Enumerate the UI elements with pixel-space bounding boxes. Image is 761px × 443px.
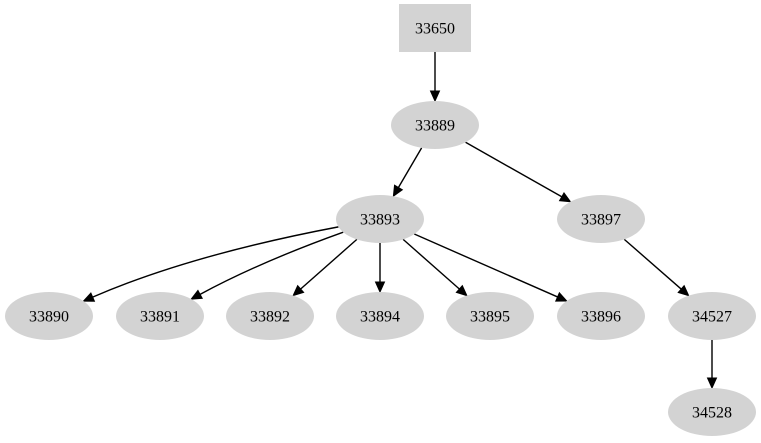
edge-line xyxy=(300,238,358,290)
node-label: 34528 xyxy=(692,405,732,422)
nodes-layer: 33650 33889 33893 33897 33890 33891 33892 33894… xyxy=(5,4,756,436)
node-33889[interactable]: 33889 xyxy=(391,101,479,149)
arrowhead-icon xyxy=(677,284,690,297)
edge-line xyxy=(402,238,460,290)
edge-33893-33895 xyxy=(402,238,468,297)
edge-33889-33897 xyxy=(465,141,572,203)
edge-33897-34527 xyxy=(623,238,690,297)
node-label: 33892 xyxy=(250,309,290,326)
node-label: 33650 xyxy=(415,21,455,38)
node-label: 33895 xyxy=(470,309,510,326)
node-ellipse xyxy=(668,388,756,436)
edge-33893-33894 xyxy=(374,243,386,294)
node-label: 33890 xyxy=(29,309,69,326)
node-33892[interactable]: 33892 xyxy=(226,292,314,340)
arrowhead-icon xyxy=(82,292,96,302)
node-33894[interactable]: 33894 xyxy=(336,292,424,340)
edge-line xyxy=(465,141,563,198)
arrowhead-icon xyxy=(392,184,404,198)
edge-line xyxy=(623,238,682,290)
node-ellipse xyxy=(391,101,479,149)
arrowhead-icon xyxy=(292,284,305,297)
node-33897[interactable]: 33897 xyxy=(557,195,645,243)
node-33891[interactable]: 33891 xyxy=(116,292,204,340)
node-ellipse xyxy=(557,195,645,243)
edge-line xyxy=(92,226,339,298)
arrowhead-icon xyxy=(558,191,572,203)
arrowhead-icon xyxy=(190,289,204,300)
node-34528[interactable]: 34528 xyxy=(668,388,756,436)
edge-line xyxy=(413,233,558,298)
arrowhead-icon xyxy=(554,291,568,302)
node-ellipse xyxy=(5,292,93,340)
node-label: 33893 xyxy=(360,212,400,229)
node-33895[interactable]: 33895 xyxy=(446,292,534,340)
arrowhead-icon xyxy=(429,90,441,103)
node-ellipse xyxy=(446,292,534,340)
edge-33650-33889 xyxy=(429,52,441,103)
edge-line xyxy=(397,147,423,188)
node-label: 33891 xyxy=(140,309,180,326)
arrowhead-icon xyxy=(374,281,386,294)
node-34527[interactable]: 34527 xyxy=(668,292,756,340)
edge-33893-33896 xyxy=(413,233,568,302)
node-ellipse xyxy=(668,292,756,340)
node-label: 33889 xyxy=(415,118,455,135)
node-label: 33896 xyxy=(581,309,621,326)
node-ellipse xyxy=(116,292,204,340)
node-ellipse xyxy=(557,292,645,340)
node-ellipse xyxy=(336,195,424,243)
edge-line xyxy=(199,231,344,295)
edge-33893-33890 xyxy=(82,226,339,302)
arrowhead-icon xyxy=(455,284,468,297)
edges-layer xyxy=(82,52,718,390)
edge-33889-33893 xyxy=(392,147,423,198)
node-box xyxy=(399,4,471,52)
edge-33893-33891 xyxy=(190,231,344,300)
node-33650[interactable]: 33650 xyxy=(399,4,471,52)
edge-33893-33892 xyxy=(292,238,358,297)
arrowhead-icon xyxy=(706,377,718,390)
node-label: 33894 xyxy=(360,309,400,326)
node-label: 34527 xyxy=(692,309,732,326)
node-33896[interactable]: 33896 xyxy=(557,292,645,340)
node-ellipse xyxy=(336,292,424,340)
edge-34527-34528 xyxy=(706,340,718,390)
node-label: 33897 xyxy=(581,212,621,229)
node-33893[interactable]: 33893 xyxy=(336,195,424,243)
node-ellipse xyxy=(226,292,314,340)
node-33890[interactable]: 33890 xyxy=(5,292,93,340)
